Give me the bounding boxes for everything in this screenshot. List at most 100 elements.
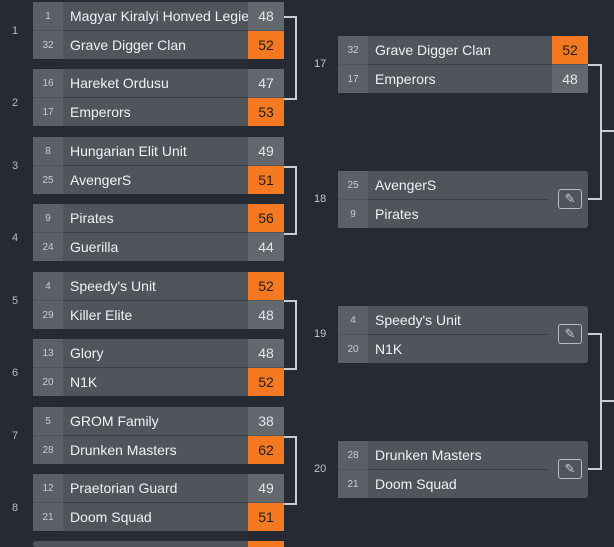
connector-line xyxy=(284,233,296,235)
team-score: 49 xyxy=(248,474,284,502)
team-name: Doom Squad xyxy=(70,509,152,525)
match-seed-label: 5 xyxy=(11,295,19,307)
team-name: GROM Family xyxy=(70,413,159,429)
match-divider xyxy=(63,502,248,503)
team-score: 52 xyxy=(248,368,284,396)
team-seed: 21 xyxy=(33,503,63,531)
match-divider xyxy=(63,300,248,301)
partial-score xyxy=(248,541,284,547)
team-seed: 13 xyxy=(33,339,63,367)
team-name: Pirates xyxy=(375,206,419,222)
team-seed: 20 xyxy=(338,335,368,363)
team-seed: 8 xyxy=(33,137,63,165)
team-score: 47 xyxy=(248,69,284,97)
team-seed: 16 xyxy=(33,69,63,97)
match-divider xyxy=(63,232,248,233)
match-box-partial xyxy=(33,541,284,547)
team-name: Praetorian Guard xyxy=(70,480,178,496)
match-seed-label: 8 xyxy=(11,502,19,514)
connector-line xyxy=(601,400,614,402)
team-name: Speedy's Unit xyxy=(70,278,156,294)
team-name: AvengerS xyxy=(70,172,132,188)
match-number: 19 xyxy=(314,328,327,340)
team-seed: 25 xyxy=(338,171,368,199)
edit-icon[interactable]: ✎ xyxy=(558,189,582,209)
team-name: Emperors xyxy=(375,71,436,87)
connector-line xyxy=(284,503,296,505)
team-score: 51 xyxy=(248,166,284,194)
team-name: Speedy's Unit xyxy=(375,312,461,328)
team-name: Glory xyxy=(70,345,104,361)
match-seed-label: 2 xyxy=(11,97,19,109)
team-row[interactable]: 25 AvengerS xyxy=(338,171,588,199)
edit-icon[interactable]: ✎ xyxy=(558,459,582,479)
connector-line xyxy=(284,166,296,168)
team-score: 52 xyxy=(552,36,588,64)
team-name: N1K xyxy=(70,374,98,390)
connector-line xyxy=(588,333,601,335)
team-seed: 29 xyxy=(33,301,63,329)
match-seed-label: 7 xyxy=(11,430,19,442)
match-seed-label: 4 xyxy=(11,232,19,244)
connector-line xyxy=(284,16,296,18)
connector-line xyxy=(600,64,602,200)
team-name: Drunken Masters xyxy=(70,442,177,458)
team-name: N1K xyxy=(375,341,403,357)
edit-icon[interactable]: ✎ xyxy=(558,324,582,344)
team-name: AvengerS xyxy=(375,177,437,193)
team-score: 62 xyxy=(248,436,284,464)
match-number: 20 xyxy=(314,463,327,475)
team-score: 49 xyxy=(248,137,284,165)
match-divider xyxy=(368,199,548,200)
team-row[interactable]: 20 N1K xyxy=(338,335,588,363)
connector-line xyxy=(284,436,296,438)
team-name: Grave Digger Clan xyxy=(375,42,491,58)
connector-line xyxy=(588,64,601,66)
connector-line xyxy=(295,436,297,505)
connector-line xyxy=(284,300,296,302)
team-name: Grave Digger Clan xyxy=(70,37,186,53)
team-score: 48 xyxy=(248,2,284,30)
match-divider xyxy=(368,64,552,65)
team-name: Hungarian Elit Unit xyxy=(70,143,187,159)
match-seed-label: 1 xyxy=(11,25,19,37)
connector-line xyxy=(588,198,601,200)
match-number: 18 xyxy=(314,193,327,205)
team-row[interactable]: 8 Hungarian Elit Unit 49 xyxy=(33,137,284,165)
connector-line xyxy=(284,98,296,100)
team-score: 38 xyxy=(248,407,284,435)
team-seed: 28 xyxy=(338,441,368,469)
team-score: 48 xyxy=(248,301,284,329)
